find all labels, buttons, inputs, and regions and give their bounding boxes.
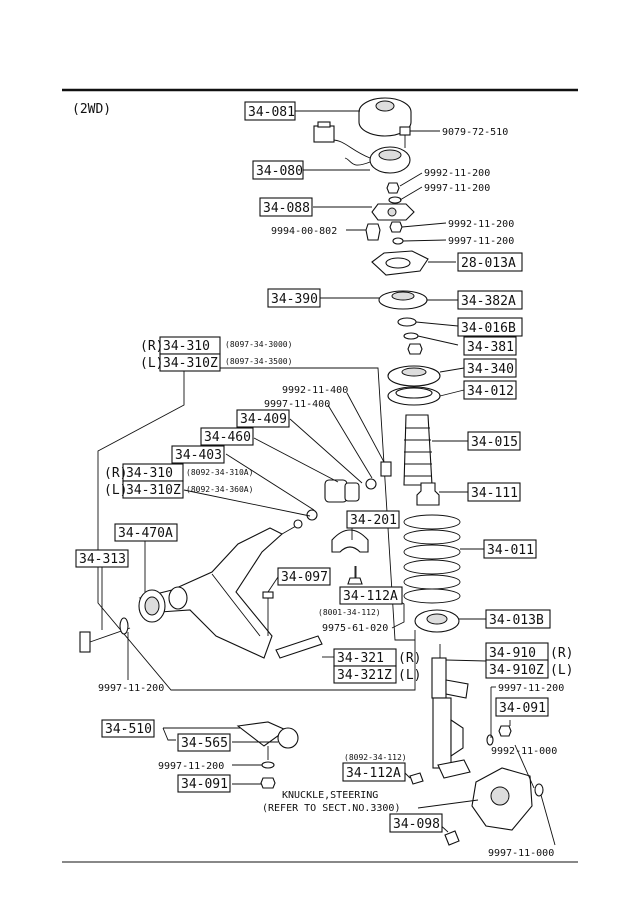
part-34-565: 34-565: [181, 736, 228, 751]
part-28-013A: 28-013A: [461, 256, 516, 271]
part-34-098: 34-098: [393, 817, 440, 832]
part-34-460: 34-460: [204, 430, 251, 445]
part-9997-11-200-f: 9997-11-200: [98, 683, 164, 694]
part-9079-72-510: 9079-72-510: [442, 127, 508, 138]
part-34-310Z-b: 34-310Z: [126, 483, 181, 498]
coil-spring-drawing: [403, 514, 461, 604]
part-34-910: 34-910: [489, 646, 536, 661]
gasket-drawing: [371, 250, 429, 276]
part-9994-00-802: 9994-00-802: [271, 226, 337, 237]
part-34-409: 34-409: [240, 412, 287, 427]
side-l-34-310Z-b: (L): [104, 483, 127, 498]
part-34-340: 34-340: [467, 362, 514, 377]
knuckle-label: KNUCKLE,STEERING: [282, 790, 378, 801]
spring-seat-drawing: [387, 365, 441, 406]
part-34-097: 34-097: [281, 570, 328, 585]
stabilizer-bushing-drawing: [306, 461, 392, 553]
part-34-091-b: 34-091: [181, 777, 228, 792]
part-34-381: 34-381: [467, 340, 514, 355]
actuator-drawing: [313, 121, 411, 174]
part-34-470A: 34-470A: [118, 526, 173, 541]
label-boxes: [75, 101, 551, 833]
side-l-34-310Z: (L): [140, 356, 163, 371]
part-34-310-b: 34-310: [126, 466, 173, 481]
part-9992-11-200-b: 9992-11-200: [448, 219, 514, 230]
part-34-390: 34-390: [271, 292, 318, 307]
side-r-34-910: (R): [550, 646, 573, 661]
side-l-34-910Z: (L): [550, 663, 573, 678]
part-34-382A: 34-382A: [461, 294, 516, 309]
code-8097-34-3500: (8097-34-3500): [225, 357, 292, 366]
group-outline-left: [97, 368, 416, 691]
lower-spring-seat-drawing: [414, 609, 460, 633]
part-34-011: 34-011: [487, 543, 534, 558]
knuckle-refer-label: (REFER TO SECT.NO.3300): [262, 803, 400, 814]
bump-stop-drawing: [416, 482, 440, 506]
steering-knuckle-drawing: [471, 767, 533, 831]
part-34-081: 34-081: [248, 105, 295, 120]
part-34-201: 34-201: [350, 513, 397, 528]
part-9997-11-200-g: 9997-11-200: [158, 761, 224, 772]
knuckle-hardware: [409, 725, 544, 846]
part-34-013B: 34-013B: [489, 613, 544, 628]
code-8092-34-360A: (8092-34-360A): [186, 485, 253, 494]
variant-label: (2WD): [72, 102, 111, 117]
code-8001-34-112: (8001-34-112): [318, 608, 381, 617]
part-9992-11-400: 9992-11-400: [282, 385, 348, 396]
arm-plate-drawing: [275, 635, 323, 659]
side-r-34-310-b: (R): [104, 466, 127, 481]
part-34-016B: 34-016B: [461, 321, 516, 336]
part-34-310Z: 34-310Z: [163, 356, 218, 371]
part-34-321Z: 34-321Z: [337, 668, 392, 683]
code-8097-34-3000: (8097-34-3000): [225, 340, 292, 349]
code-8092-34-310A: (8092-34-310A): [186, 468, 253, 477]
part-34-321: 34-321: [337, 651, 384, 666]
arm-bolt-drawing: [79, 617, 131, 653]
part-34-088: 34-088: [263, 201, 310, 216]
part-9992-11-200-a: 9992-11-200: [424, 168, 490, 179]
side-r-34-310: (R): [140, 339, 163, 354]
part-34-091-a: 34-091: [499, 701, 546, 716]
part-34-403: 34-403: [175, 448, 222, 463]
part-34-313: 34-313: [79, 552, 126, 567]
part-9997-11-200-b: 9997-11-200: [448, 236, 514, 247]
part-34-112A: 34-112A: [343, 589, 398, 604]
side-l-34-321Z: (L): [398, 668, 421, 683]
part-9997-11-200-c: 9997-11-200: [498, 683, 564, 694]
side-r-34-321: (R): [398, 651, 421, 666]
leader-lines: [101, 110, 556, 846]
part-9997-11-000: 9997-11-000: [488, 848, 554, 859]
part-9975-61-020: 9975-61-020: [322, 623, 388, 634]
strut-mount-drawing: [378, 290, 428, 355]
code-8092-34-112: (8092-34-112): [344, 753, 407, 762]
upper-mount-drawing: [358, 97, 412, 137]
part-9997-11-400: 9997-11-400: [264, 399, 330, 410]
shock-absorber-drawing: [431, 644, 471, 779]
small-hardware-top: [365, 182, 415, 245]
part-9992-11-000: 9992-11-000: [491, 746, 557, 757]
dust-boot-drawing: [403, 414, 433, 486]
part-34-112A-b: 34-112A: [346, 766, 401, 781]
part-34-510: 34-510: [105, 722, 152, 737]
group-outline-right: [184, 367, 415, 641]
part-34-012: 34-012: [467, 384, 514, 399]
part-34-015: 34-015: [471, 435, 518, 450]
part-34-910Z: 34-910Z: [489, 663, 544, 678]
ball-joint-drawing: [236, 721, 299, 789]
lower-arm-drawing: [138, 519, 303, 659]
part-9997-11-200-a: 9997-11-200: [424, 183, 490, 194]
bolt-drawing: [399, 126, 411, 148]
part-34-080: 34-080: [256, 164, 303, 179]
part-34-310: 34-310: [163, 339, 210, 354]
part-34-111: 34-111: [471, 486, 518, 501]
